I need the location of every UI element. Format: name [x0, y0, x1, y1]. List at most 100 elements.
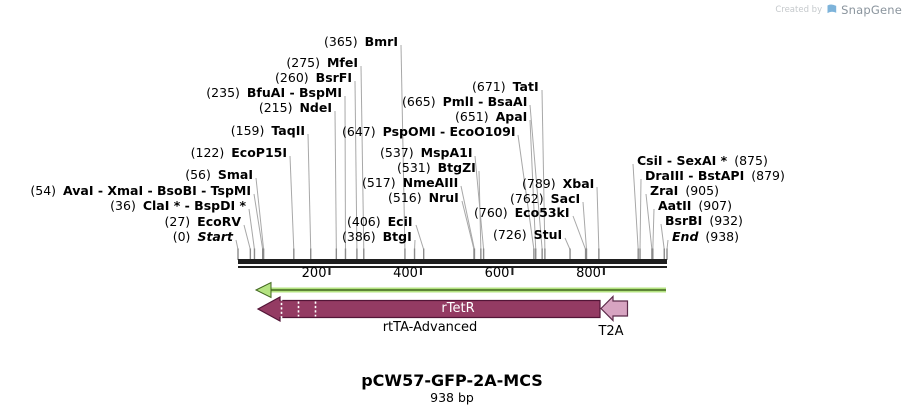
site-name: TatI [512, 79, 539, 94]
site-label-eco53ki[interactable]: (760) Eco53kI [474, 205, 570, 221]
site-name: SmaI [217, 167, 253, 182]
site-label-xbai[interactable]: (789)XbaI [522, 176, 594, 192]
site-name: MfeI [326, 55, 358, 70]
site-ticks [237, 248, 668, 260]
site-position: (671) [472, 79, 506, 94]
connector-line [253, 193, 264, 250]
site-label-pspomi-ecoo109i[interactable]: (647) PspOMI - EcoO109I [342, 124, 515, 140]
site-label-ecorv[interactable]: (27)EcoRV [164, 214, 241, 230]
connector-line [645, 193, 653, 250]
connector-line [400, 44, 406, 250]
site-label-draiii-bstapi[interactable]: DraIII - BstAPI(879) [645, 168, 785, 184]
connector-line [666, 239, 669, 250]
site-label-saci[interactable]: (762)SacI [510, 191, 580, 207]
site-name: PmlI - BsaAI [442, 94, 528, 109]
site-label-mspa1i[interactable]: (537)MspA1I [380, 145, 472, 161]
connector-line [564, 237, 571, 250]
site-position: (762) [510, 191, 544, 206]
site-label-stui[interactable]: (726)StuI [493, 227, 562, 243]
connector-line [307, 133, 312, 250]
t2a-feature-arrow[interactable] [600, 295, 629, 322]
site-label-csii-sexai[interactable]: CsiI - SexAI *(875) [637, 153, 768, 169]
site-name: EciI [387, 214, 413, 229]
site-name: NdeI [299, 100, 332, 115]
site-label-clai-bspdi[interactable]: (36)ClaI * - BspDI * [110, 198, 246, 214]
site-label-taqii[interactable]: (159)TaqII [231, 123, 305, 139]
snapgene-logo-icon [827, 4, 837, 17]
site-position: (905) [685, 183, 719, 198]
site-label-pmli-bsaai[interactable]: (665)PmlI - BsaAI [402, 94, 527, 110]
axis-number-200: 200 [301, 265, 327, 281]
site-position: (516) [388, 190, 422, 205]
site-name: CsiI - SexAI * [637, 153, 728, 168]
rtetr-label: rTetR [441, 301, 475, 316]
site-name: AvaI - XmaI - BsoBI - TspMI [63, 183, 251, 198]
connector-line [529, 119, 537, 250]
sequence-bar-underline [238, 266, 667, 268]
connector-line [360, 65, 365, 250]
site-label-apai[interactable]: (651)ApaI [455, 109, 527, 125]
snapgene-watermark: Created by SnapGene [775, 3, 902, 17]
site-name: EcoRV [197, 214, 241, 229]
site-position: (907) [698, 198, 733, 213]
site-label-ecii[interactable]: (406) EciI [347, 214, 413, 230]
site-name: BtgI [382, 229, 412, 244]
connector-line [255, 177, 265, 250]
site-label-end[interactable]: End(938) [672, 229, 739, 245]
site-name: End [672, 229, 699, 244]
plasmid-length: 938 bp [430, 390, 474, 405]
site-label-ndei[interactable]: (215)NdeI [259, 100, 332, 116]
site-label-tati[interactable]: (671) TatI [472, 79, 539, 95]
site-name: ClaI * - BspDI * [142, 198, 246, 213]
site-name: ZraI [650, 183, 679, 198]
site-label-start[interactable]: (0)Start [173, 229, 233, 245]
connector-line [529, 104, 543, 250]
site-position: (260) [275, 70, 309, 85]
site-position: (647) [342, 124, 376, 139]
site-position: (365) [324, 34, 358, 49]
site-position: (406) [347, 214, 381, 229]
site-position: (760) [474, 205, 508, 220]
site-label-bsrfi[interactable]: (260) BsrFI [275, 70, 352, 86]
site-label-nmeaiii[interactable]: (517) NmeAIII [362, 175, 458, 191]
site-position: (879) [751, 168, 785, 183]
site-position: (517) [362, 175, 396, 190]
site-label-aatii[interactable]: AatII(907) [658, 198, 732, 214]
site-name: BsrFI [315, 70, 352, 85]
rtetr-feature-arrow[interactable] [256, 295, 601, 323]
connector-line [243, 224, 251, 250]
rtta-advanced-label: rtTA-Advanced [382, 320, 478, 335]
axis-number-400: 400 [393, 265, 418, 281]
site-label-zrai[interactable]: ZraI (905) [650, 183, 719, 199]
site-position: (235) [206, 85, 240, 100]
plasmid-title: pCW57-GFP-2A-MCS [361, 371, 543, 390]
green-feature-arrow[interactable] [254, 281, 666, 299]
connector-line [289, 155, 295, 250]
site-label-smai[interactable]: (56)SmaI [185, 167, 253, 183]
site-label-mfei[interactable]: (275) MfeI [286, 55, 358, 71]
site-label-bfuai-bspmi[interactable]: (235)BfuAI - BspMI [206, 85, 342, 101]
site-position: (275) [286, 55, 320, 70]
site-label-bsrbi[interactable]: BsrBI(932) [665, 213, 743, 229]
site-label-bmri[interactable]: (365)BmrI [324, 34, 398, 50]
site-label-nrui[interactable]: (516) NruI [388, 190, 459, 206]
site-name: Eco53kI [514, 205, 570, 220]
connector-line [660, 223, 665, 250]
site-name: NruI [428, 190, 459, 205]
connector-line [415, 224, 425, 250]
site-name: NmeAIII [402, 175, 459, 190]
site-label-btgi[interactable]: (386)BtgI [342, 229, 412, 245]
site-name: PspOMI - EcoO109I [382, 124, 516, 139]
connector-line [541, 89, 546, 250]
site-name: StuI [533, 227, 563, 242]
watermark-brand: SnapGene [841, 3, 902, 17]
site-name: BsrBI [665, 213, 703, 228]
connector-line [235, 239, 239, 250]
site-position: (789) [522, 176, 556, 191]
site-label-avai-xmai-bsobi-tspmi[interactable]: (54)AvaI - XmaI - BsoBI - TspMI [30, 183, 251, 199]
site-label-ecop15i[interactable]: (122)EcoP15I [191, 145, 287, 161]
site-label-btgzi[interactable]: (531)BtgZI [397, 160, 476, 176]
connector-line [461, 200, 475, 250]
